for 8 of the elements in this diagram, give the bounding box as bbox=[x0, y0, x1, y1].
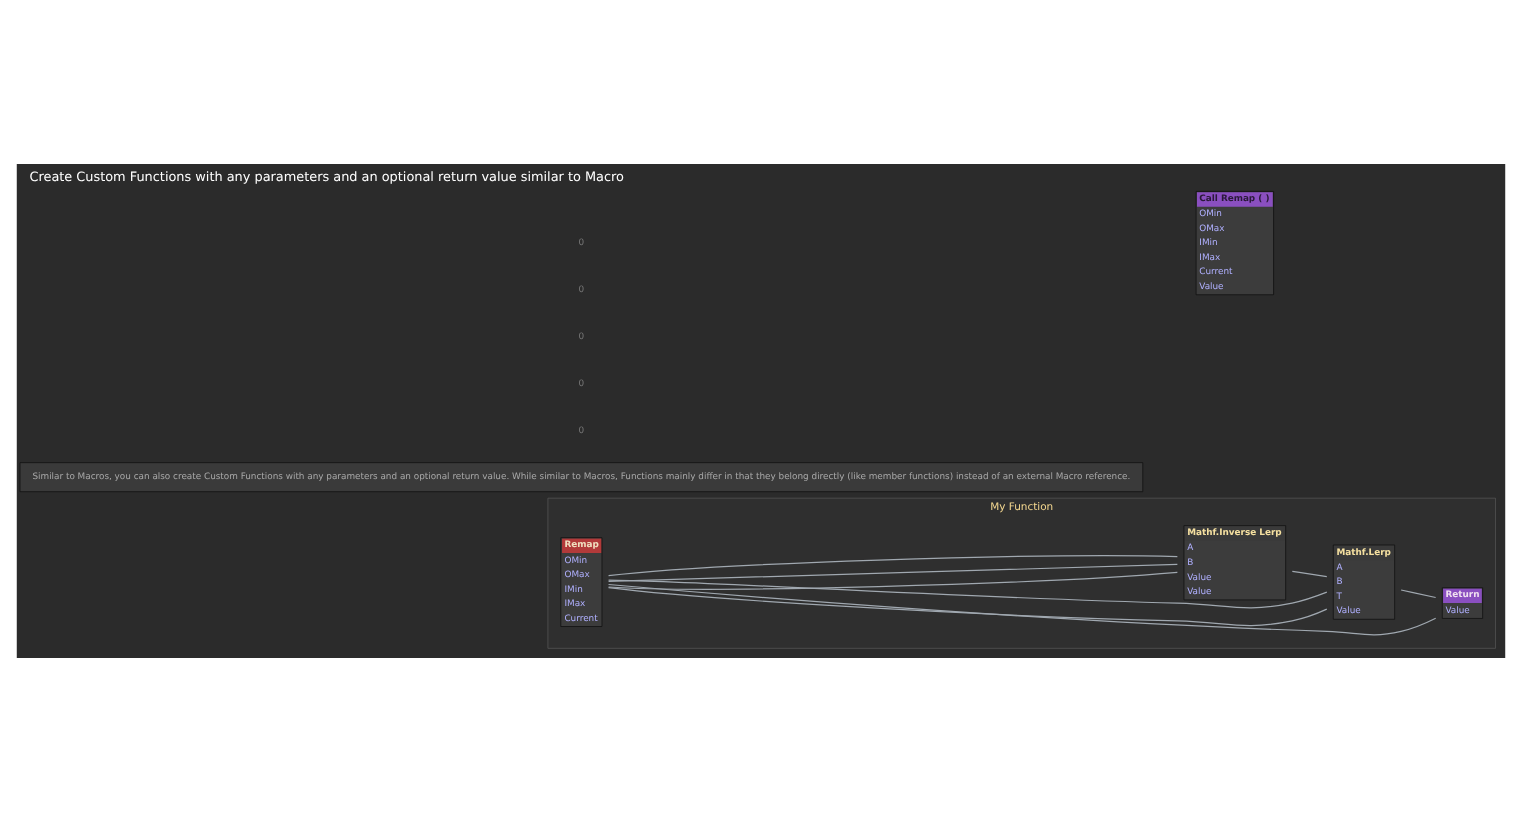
connector bbox=[608, 586, 1328, 626]
connector bbox=[607, 562, 1178, 581]
connector bbox=[1400, 588, 1437, 598]
connector bbox=[1291, 569, 1328, 577]
connector bbox=[607, 570, 1178, 589]
connector bbox=[608, 578, 1328, 608]
connector bbox=[607, 582, 1437, 635]
connector bbox=[607, 554, 1178, 576]
